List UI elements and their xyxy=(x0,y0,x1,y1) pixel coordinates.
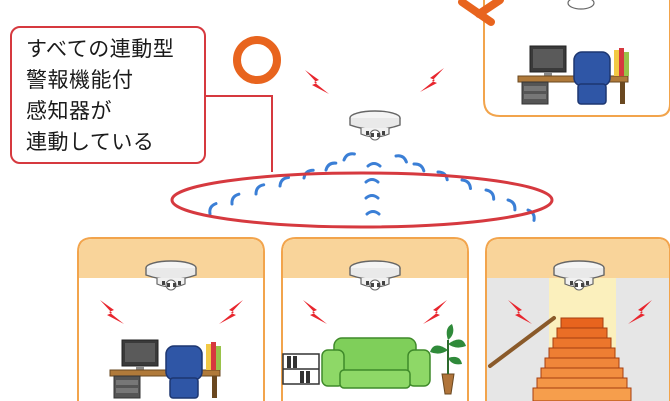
handrail xyxy=(488,316,556,368)
linkage-ring xyxy=(170,171,554,229)
alarm-bolt-icon xyxy=(420,68,444,92)
callout-box: すべての連動型 警報機能付 感知器が 連動している xyxy=(10,26,206,164)
callout-pointer xyxy=(206,95,273,172)
alarm-bolt-icon xyxy=(305,70,329,94)
callout-line-4: 連動している xyxy=(26,130,155,154)
room-card-top-right xyxy=(483,0,670,117)
callout-line-2: 警報機能付 xyxy=(26,68,134,92)
room-card-living-room xyxy=(281,237,469,401)
callout-line-3: 感知器が xyxy=(26,99,112,123)
signal-waves xyxy=(206,150,538,222)
stairs-icon xyxy=(532,317,632,401)
sofa-icon xyxy=(321,337,431,389)
detector-partial-icon xyxy=(567,0,595,10)
circle-mark-icon xyxy=(233,36,281,84)
cross-mark-icon xyxy=(458,0,504,26)
callout-line-1: すべての連動型 xyxy=(26,37,175,61)
central-detector-icon xyxy=(349,110,401,141)
shelf-icon xyxy=(282,353,320,385)
room-card-study xyxy=(77,237,265,401)
room-card-stairway xyxy=(485,237,670,401)
plant-icon xyxy=(430,324,466,395)
